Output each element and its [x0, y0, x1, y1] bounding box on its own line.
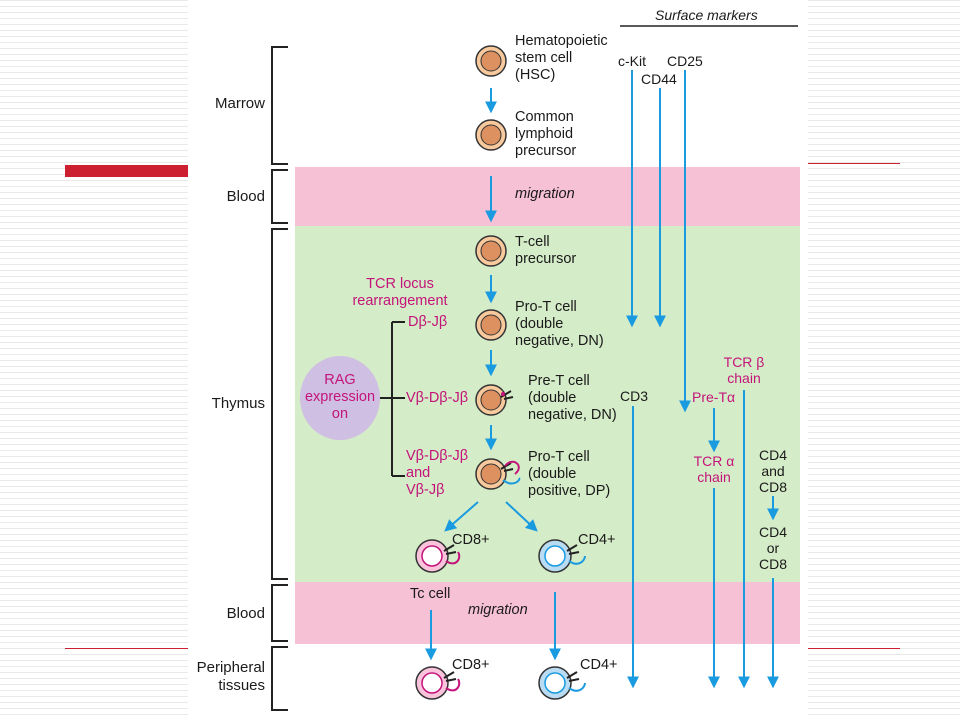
marker-tcr-alpha: TCR α chain — [688, 453, 740, 485]
label-vdj-line1: Vβ-Dβ-Jβ — [406, 448, 469, 464]
blood-band-top — [295, 167, 800, 226]
label-tcr-locus-line2: rearrangement — [352, 293, 448, 309]
label-t-precursor-line2: precursor — [515, 251, 577, 267]
marker-cd4-or-cd8-line2: or — [766, 540, 780, 556]
label-clp: Common lymphoid precursor — [515, 109, 576, 160]
deco-red-line-right — [800, 163, 900, 164]
label-pro-t-dn-line2: (double — [515, 316, 564, 332]
label-pre-t-dn-line3: negative, DN) — [528, 407, 617, 423]
deco-red-line-bottom-left — [65, 648, 190, 649]
cell-cd8-periph — [415, 666, 461, 700]
cell-pro-t-dn — [475, 309, 507, 341]
deco-red-line-bottom-right — [800, 648, 900, 649]
label-hsc-line2: stem cell — [515, 50, 573, 66]
marker-cd4-and-cd8-line2: and — [761, 463, 785, 479]
blood-band-bottom — [295, 582, 800, 644]
marker-tcr-beta: TCR β chain — [716, 354, 772, 386]
label-vb-db-jb: Vβ-Dβ-Jβ — [406, 390, 469, 406]
label-clp-line3: precursor — [515, 143, 577, 159]
label-rag-line3: on — [331, 406, 349, 422]
label-hsc-line3: (HSC) — [515, 67, 556, 83]
cell-t-precursor — [475, 235, 507, 267]
label-pro-t-dp-line1: Pro-T cell — [528, 449, 590, 465]
label-clp-line2: lymphoid — [515, 126, 574, 142]
label-db-jb: Dβ-Jβ — [408, 314, 448, 330]
label-hsc: Hematopoietic stem cell (HSC) — [515, 33, 608, 84]
label-t-precursor-line1: T-cell — [515, 234, 550, 250]
marker-cd4-and-cd8-line3: CD8 — [758, 479, 787, 495]
region-peripheral-line2: tissues — [218, 677, 265, 694]
marker-cd4-or-cd8-line1: CD4 — [758, 524, 787, 540]
label-pro-t-dp-line3: positive, DP) — [528, 483, 611, 499]
marker-ckit: c-Kit — [618, 53, 646, 69]
marker-tcr-alpha-line1: TCR α — [693, 453, 735, 469]
marker-tcr-beta-line1: TCR β — [723, 354, 765, 370]
cell-clp — [475, 119, 507, 151]
label-vdj-line3: Vβ-Jβ — [406, 482, 445, 498]
label-vdj-line2: and — [406, 465, 431, 481]
label-pro-t-dn-line1: Pro-T cell — [515, 299, 577, 315]
label-tcr-locus-line1: TCR locus — [366, 276, 434, 292]
label-pro-t-dp-line2: (double — [528, 466, 577, 482]
region-thymus: Thymus — [211, 395, 265, 412]
deco-red-bar — [65, 165, 200, 177]
label-pro-t-dn-line3: negative, DN) — [515, 333, 604, 349]
label-tcr-locus: TCR locus rearrangement — [345, 276, 455, 310]
marker-cd3: CD3 — [620, 388, 649, 404]
label-hsc-line1: Hematopoietic — [515, 33, 608, 49]
region-brackets — [271, 46, 288, 711]
cell-pro-t-dp — [475, 458, 521, 490]
label-migration-top: migration — [515, 186, 575, 202]
cell-pre-t-dn — [475, 384, 514, 416]
marker-cd4-or-cd8: CD4 or CD8 — [753, 524, 793, 572]
label-clp-line1: Common — [515, 109, 574, 125]
label-migration-bottom: migration — [468, 602, 528, 618]
region-peripheral-line1: Peripheral — [196, 659, 265, 676]
arrow-dp-cd8 — [444, 501, 479, 532]
label-tc-cell: Tc cell — [410, 586, 451, 602]
marker-cd44: CD44 — [641, 71, 677, 87]
label-rag-line1: RAG — [324, 372, 356, 388]
label-pre-t-dn: Pre-T cell (double negative, DN) — [528, 373, 617, 424]
cell-cd8-thymus — [415, 539, 461, 573]
marker-tcr-alpha-line2: chain — [697, 469, 731, 485]
rag-oval — [300, 356, 380, 440]
region-marrow: Marrow — [214, 95, 265, 112]
surface-markers-header: Surface markers — [655, 7, 758, 23]
rearrangement-bracket — [378, 321, 405, 477]
region-blood-bottom: Blood — [226, 605, 265, 622]
cell-hsc — [475, 45, 507, 77]
marker-pre-t-alpha: Pre-Tα — [692, 389, 736, 405]
marker-cd4-and-cd8-line1: CD4 — [758, 447, 787, 463]
region-blood-top: Blood — [226, 188, 265, 205]
label-cd4-periph: CD4+ — [580, 657, 618, 673]
label-pro-t-dn: Pro-T cell (double negative, DN) — [515, 299, 604, 350]
label-t-precursor: T-cell precursor — [515, 234, 576, 268]
label-pre-t-dn-line2: (double — [528, 390, 577, 406]
cell-cd4-periph — [538, 666, 586, 700]
marker-cd4-and-cd8: CD4 and CD8 — [753, 447, 793, 495]
cell-cd4-thymus — [538, 539, 586, 573]
marker-cd4-or-cd8-line3: CD8 — [758, 556, 787, 572]
label-pro-t-dp: Pro-T cell (double positive, DP) — [528, 449, 610, 500]
label-rag-line2: expression — [304, 389, 376, 405]
label-cd8-thymus: CD8+ — [452, 532, 490, 548]
label-rag: RAG expression on — [300, 372, 380, 423]
marker-cd25: CD25 — [667, 53, 703, 69]
arrow-dp-cd4 — [505, 501, 538, 532]
region-peripheral: Peripheral tissues — [155, 659, 265, 695]
label-pre-t-dn-line1: Pre-T cell — [528, 373, 590, 389]
label-cd4-thymus: CD4+ — [578, 532, 616, 548]
label-vdj-and-vj: Vβ-Dβ-Jβ and Vβ-Jβ — [406, 448, 468, 499]
marker-tcr-beta-line2: chain — [727, 370, 761, 386]
label-cd8-periph: CD8+ — [452, 657, 490, 673]
